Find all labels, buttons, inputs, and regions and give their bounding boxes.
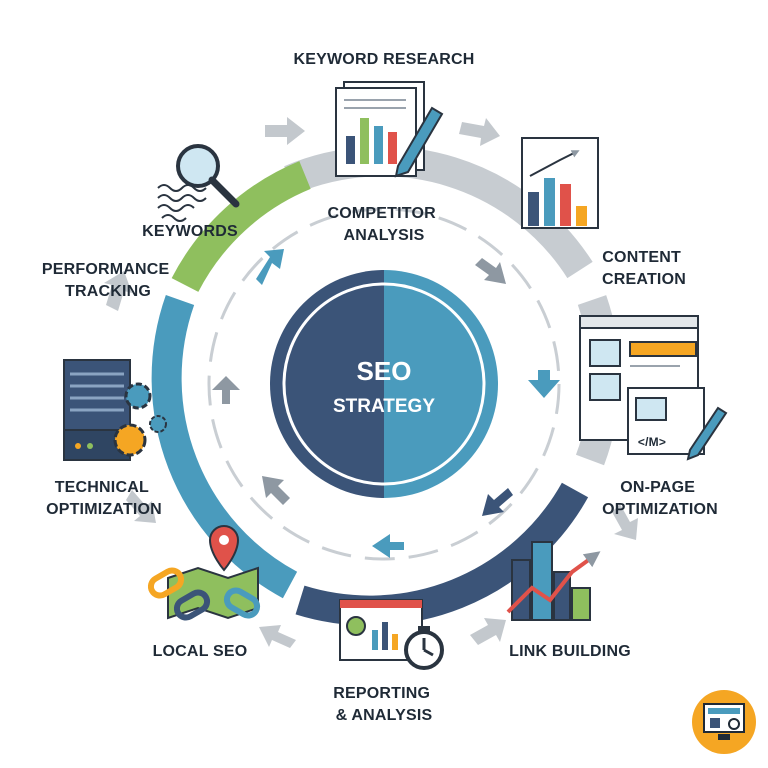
- ring-segment-teal: [151, 295, 298, 599]
- inner-arrow-icon: [372, 534, 404, 558]
- center-left-half: [270, 270, 384, 498]
- label-local-seo: LOCAL SEO: [153, 643, 248, 660]
- server-gears-icon: [63, 359, 167, 461]
- inner-arrow-icon: [262, 476, 290, 505]
- browser-window-code-pen-icon: </M>: [579, 315, 728, 461]
- flow-arrow-icon: [470, 618, 506, 645]
- inner-arrow-icon: [256, 249, 284, 285]
- flow-arrow-icon: [265, 117, 305, 145]
- inner-arrow-icon: [475, 258, 506, 284]
- ring-segment-gray-top: [284, 146, 593, 279]
- flow-arrow-icon: [612, 504, 638, 540]
- center-title-strategy: STRATEGY: [333, 396, 435, 417]
- inner-cycle-arrows: [212, 249, 560, 558]
- code-tag-glyph: </M>: [638, 435, 666, 449]
- dashboard-stopwatch-icon: [339, 599, 444, 670]
- center-title-seo: SEO: [357, 356, 412, 386]
- center-right-half: [384, 270, 498, 498]
- map-pin-chain-link-icon: [147, 525, 261, 621]
- center-circle: SEO STRATEGY: [270, 270, 498, 498]
- rising-bar-chart-icon: [521, 137, 599, 229]
- flow-arrow-icon: [104, 271, 132, 311]
- label-technical-optimization: TECHNICAL OPTIMIZATION: [46, 479, 162, 518]
- flow-arrow-icon: [126, 490, 156, 523]
- inner-dashed-cycle: [207, 207, 561, 561]
- flow-arrow-icon: [459, 118, 500, 146]
- inner-arrow-icon: [482, 488, 513, 516]
- inner-arrow-icon: [528, 370, 560, 398]
- label-content-creation: CONTENT CREATION: [602, 249, 686, 288]
- label-on-page-optimization: ON-PAGE OPTIMIZATION: [602, 479, 718, 518]
- label-reporting-analysis: REPORTING & ANALYSIS: [333, 685, 435, 724]
- label-keyword-research: KEYWORD RESEARCH: [294, 51, 475, 68]
- step-labels: KEYWORD RESEARCH COMPETITOR ANALYSIS KEY…: [42, 51, 718, 724]
- label-keywords: KEYWORDS: [142, 223, 238, 240]
- label-link-building: LINK BUILDING: [509, 643, 631, 660]
- outer-flow-arrows: [104, 117, 638, 648]
- document-chart-pen-icon: [335, 81, 444, 178]
- city-growth-arrow-icon: [506, 541, 601, 621]
- magnifier-icon: [157, 144, 240, 222]
- label-competitor-analysis: COMPETITOR ANALYSIS: [327, 205, 440, 244]
- monitor-badge-icon[interactable]: [692, 690, 756, 754]
- center-inner-ring: [282, 282, 486, 486]
- flow-arrow-icon: [259, 625, 296, 648]
- label-performance-tracking: PERFORMANCE TRACKING: [42, 261, 174, 300]
- ring-segment-green: [171, 161, 311, 293]
- inner-arrow-icon: [212, 376, 240, 404]
